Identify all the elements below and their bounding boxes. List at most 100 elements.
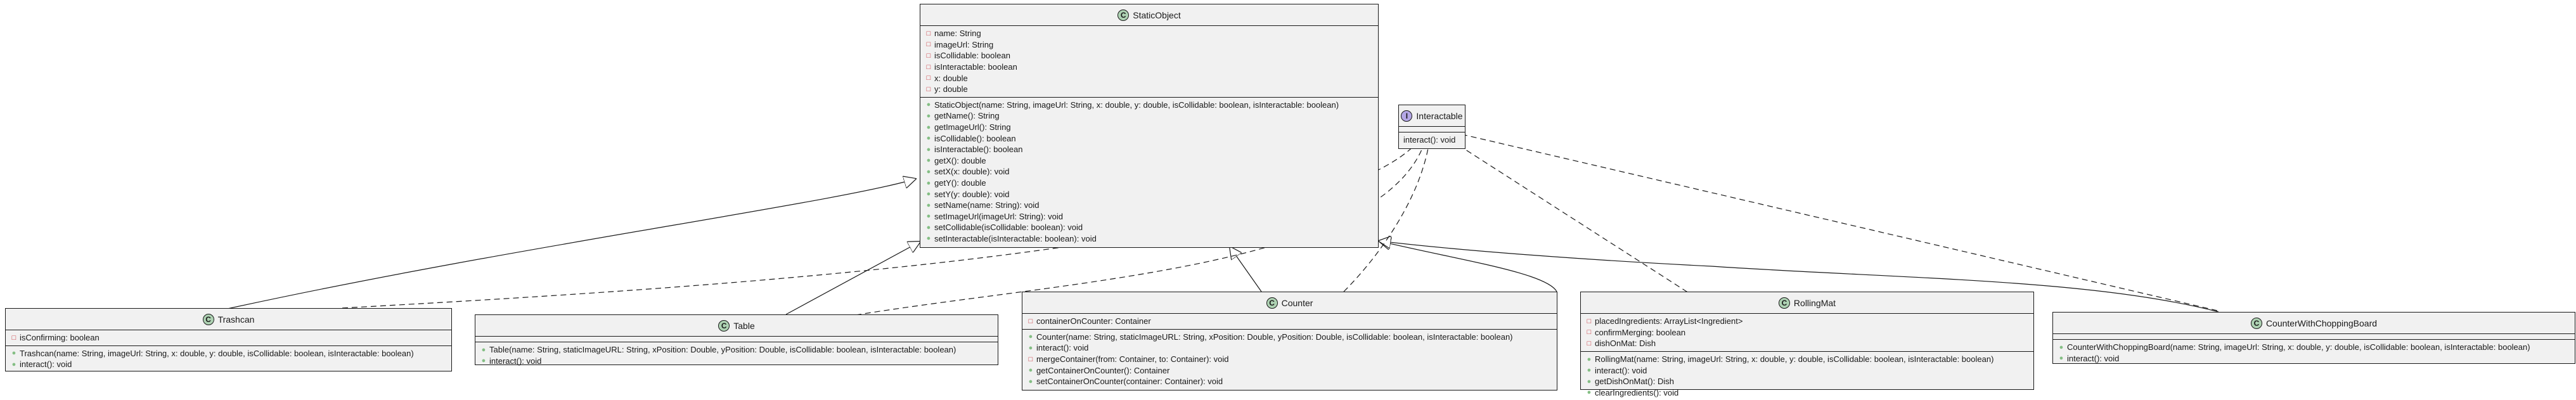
class-name: Table <box>733 320 755 331</box>
attributes-section <box>475 337 998 342</box>
methods-section: interact(): void <box>1399 132 1465 148</box>
public-visibility-icon: ● <box>926 123 931 131</box>
attribute-row-text: dishOnMat: Dish <box>1595 339 1656 349</box>
attribute-row-text: name: String <box>934 29 981 39</box>
method-row: ●getImageUrl(): String <box>920 122 1378 133</box>
public-visibility-icon: ● <box>1028 333 1033 341</box>
attribute-row-text: containerOnCounter: Container <box>1036 316 1151 326</box>
private-visibility-icon: □ <box>926 74 931 82</box>
public-visibility-icon: ● <box>481 345 486 354</box>
interface-i-icon: I <box>1401 110 1413 122</box>
public-visibility-icon: ● <box>1028 366 1033 375</box>
method-row-text: RollingMat(name: String, imageUrl: Strin… <box>1595 354 1994 365</box>
method-row: ●getName(): String <box>920 110 1378 122</box>
class-name: Interactable <box>1416 110 1463 121</box>
method-row: ●getDishOnMat(): Dish <box>1581 376 2033 387</box>
class-name: RollingMat <box>1793 297 1836 308</box>
public-visibility-icon: ● <box>926 235 931 243</box>
attributes-section: □placedIngredients: ArrayList<Ingredient… <box>1581 314 2033 352</box>
method-row-text: setImageUrl(imageUrl: String): void <box>934 211 1064 221</box>
method-row: ●interact(): void <box>1581 365 2033 376</box>
method-row: ●setName(name: String): void <box>920 200 1378 211</box>
attribute-row: □confirmMerging: boolean <box>1581 327 2033 339</box>
method-row-text: interact(): void <box>1595 365 1647 375</box>
class-header: C StaticObject <box>920 4 1378 26</box>
edge-choppingboard-implements-interactable <box>1438 129 2218 311</box>
method-row: ●interact(): void <box>1022 342 1557 354</box>
edge-rollingmat-implements-interactable <box>1434 129 1712 308</box>
class-header: C CounterWithChoppingBoard <box>2053 313 2575 334</box>
methods-section: ● StaticObject(name: String, imageUrl: St… <box>920 98 1378 247</box>
edge-trashcan-implements-interactable <box>342 130 1426 309</box>
method-row-text: getName(): String <box>934 111 1000 121</box>
private-visibility-icon: □ <box>1028 317 1033 325</box>
private-visibility-icon: □ <box>11 333 16 342</box>
method-row: ● Trashcan(name: String, imageUrl: String… <box>6 348 451 359</box>
interface-interactable: I Interactable interact(): void <box>1398 105 1465 149</box>
public-visibility-icon: ● <box>1587 355 1592 363</box>
private-visibility-icon: □ <box>926 51 931 60</box>
attribute-row-text: isInteractable: boolean <box>934 62 1017 72</box>
attribute-row-text: y: double <box>934 84 968 94</box>
class-table: C Table ●Table(name: String, staticImage… <box>475 314 998 367</box>
edge-counter-implements-interactable <box>1343 130 1431 292</box>
public-visibility-icon: ● <box>11 360 16 368</box>
method-row: ●clearIngredients(): void <box>1581 387 2033 399</box>
private-visibility-icon: □ <box>1587 339 1592 347</box>
attribute-row: □placedIngredients: ArrayList<Ingredient… <box>1581 316 2033 327</box>
method-row: ●Table(name: String, staticImageURL: Str… <box>475 344 998 356</box>
methods-section: ● Trashcan(name: String, imageUrl: String… <box>6 346 451 372</box>
method-row: ●isCollidable(): boolean <box>920 132 1378 144</box>
class-c-icon: C <box>2250 317 2262 329</box>
attribute-row: □dishOnMat: Dish <box>1581 338 2033 349</box>
edge-choppingboard-extends-staticobject <box>1379 241 2219 313</box>
public-visibility-icon: ● <box>1587 389 1592 397</box>
private-visibility-icon: □ <box>926 63 931 71</box>
private-visibility-icon: □ <box>1587 317 1592 325</box>
method-row-text: Counter(name: String, staticImageURL: St… <box>1036 332 1513 342</box>
public-visibility-icon: ● <box>11 349 16 358</box>
method-row-text: Trashcan(name: String, imageUrl: String,… <box>20 348 414 358</box>
attribute-row-text: imageUrl: String <box>934 39 994 49</box>
class-header: C Trashcan <box>6 309 451 330</box>
class-c-icon: C <box>1266 297 1278 309</box>
method-row-text: setName(name: String): void <box>934 200 1040 210</box>
public-visibility-icon: ● <box>926 223 931 231</box>
method-row-text: mergeContainer(from: Container, to: Cont… <box>1036 354 1229 365</box>
public-visibility-icon: ● <box>926 212 931 221</box>
method-row: ●setContainerOnCounter(container: Contai… <box>1022 376 1557 387</box>
method-row: ●setCollidable(isCollidable: boolean): v… <box>920 222 1378 233</box>
public-visibility-icon: ● <box>1587 377 1592 385</box>
method-row-text: getImageUrl(): String <box>934 122 1011 132</box>
method-row-text: clearIngredients(): void <box>1595 387 1679 397</box>
class-c-icon: C <box>1778 297 1790 309</box>
method-row: ●Counter(name: String, staticImageURL: S… <box>1022 332 1557 343</box>
attributes-section: □ isConfirming: boolean <box>6 330 451 346</box>
attributes-section <box>1399 127 1465 132</box>
methods-section: ●CounterWithChoppingBoard(name: String, … <box>2053 340 2575 366</box>
class-name: Trashcan <box>217 314 255 325</box>
method-row: ●interact(): void <box>475 356 998 367</box>
method-row-text: interact(): void <box>489 356 542 366</box>
attributes-section: □name: String□imageUrl: String□isCollida… <box>920 26 1378 98</box>
class-c-icon: C <box>718 319 730 332</box>
class-name: StaticObject <box>1133 10 1181 20</box>
public-visibility-icon: ● <box>2059 343 2064 351</box>
edge-trashcan-extends-staticobject <box>221 179 916 311</box>
method-row: ●setImageUrl(imageUrl: String): void <box>920 211 1378 223</box>
edge-counter-extends-staticobject <box>1230 247 1262 292</box>
method-row-text: Table(name: String, staticImageURL: Stri… <box>489 345 956 355</box>
attribute-row-text: isConfirming: boolean <box>20 333 100 343</box>
method-row-text: getContainerOnCounter(): Container <box>1036 365 1170 375</box>
method-row-text: setContainerOnCounter(container: Contain… <box>1036 377 1223 387</box>
method-row: ●interact(): void <box>6 359 451 370</box>
attribute-row: □name: String <box>920 28 1378 39</box>
method-row-text: StaticObject(name: String, imageUrl: Str… <box>934 100 1339 110</box>
public-visibility-icon: ● <box>926 145 931 153</box>
private-visibility-icon: □ <box>926 29 931 37</box>
public-visibility-icon: ● <box>926 167 931 176</box>
edge-table-implements-interactable <box>855 130 1428 316</box>
public-visibility-icon: ● <box>926 190 931 198</box>
attribute-row: □imageUrl: String <box>920 39 1378 51</box>
method-row-text: isInteractable(): boolean <box>934 145 1023 155</box>
